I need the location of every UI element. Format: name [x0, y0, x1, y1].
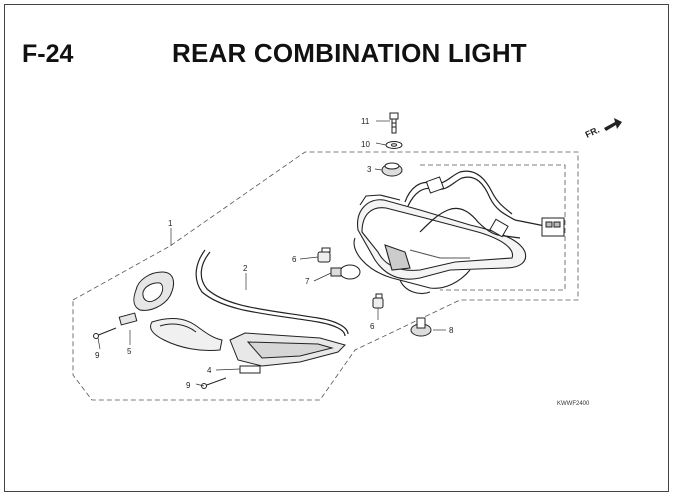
page-code: F-24: [22, 40, 74, 68]
callout-8: 8: [449, 326, 454, 335]
callout-1: 1: [168, 219, 173, 228]
callout-3: 3: [367, 165, 372, 174]
assembly-boundary-main: [72, 151, 579, 401]
part-screw-9-upper: [93, 327, 117, 339]
leader-lines: [97, 120, 446, 387]
part-bulb-7: [330, 264, 361, 280]
callout-9-upper: 9: [95, 351, 100, 360]
callout-9-lower: 9: [186, 381, 191, 390]
callout-6-upper: 6: [292, 255, 297, 264]
part-washer-10: [385, 141, 403, 149]
fr-direction: FR.: [584, 118, 622, 140]
part-bolt-11: [389, 112, 399, 134]
callout-7: 7: [305, 277, 310, 286]
part-grommet-3: [381, 162, 403, 177]
part-light-housing-1: [353, 194, 527, 295]
part-reflector-5: [118, 271, 175, 326]
part-tail-lens: [229, 332, 346, 367]
part-socket-6-lower: [372, 293, 384, 309]
callout-4: 4: [207, 366, 212, 375]
page-frame: [4, 4, 669, 492]
page-title: REAR COMBINATION LIGHT: [172, 38, 527, 68]
fr-label: FR.: [584, 125, 601, 140]
callout-2: 2: [243, 264, 248, 273]
part-gasket-2: [195, 249, 349, 337]
assembly-boundary-right: [420, 164, 566, 291]
part-clip-4: [239, 365, 261, 374]
part-socket-6-upper: [317, 247, 331, 263]
callout-11: 11: [361, 117, 370, 126]
part-lower-lens: [150, 317, 223, 351]
callout-6-lower: 6: [370, 322, 375, 331]
connectors: [425, 176, 565, 238]
callout-10: 10: [361, 140, 370, 149]
callout-5: 5: [127, 347, 132, 356]
part-screw-9-lower: [201, 377, 227, 389]
drawing-code: KWWF2400: [557, 401, 590, 407]
part-mount-8: [410, 317, 432, 337]
fr-arrow-icon: [604, 118, 622, 131]
